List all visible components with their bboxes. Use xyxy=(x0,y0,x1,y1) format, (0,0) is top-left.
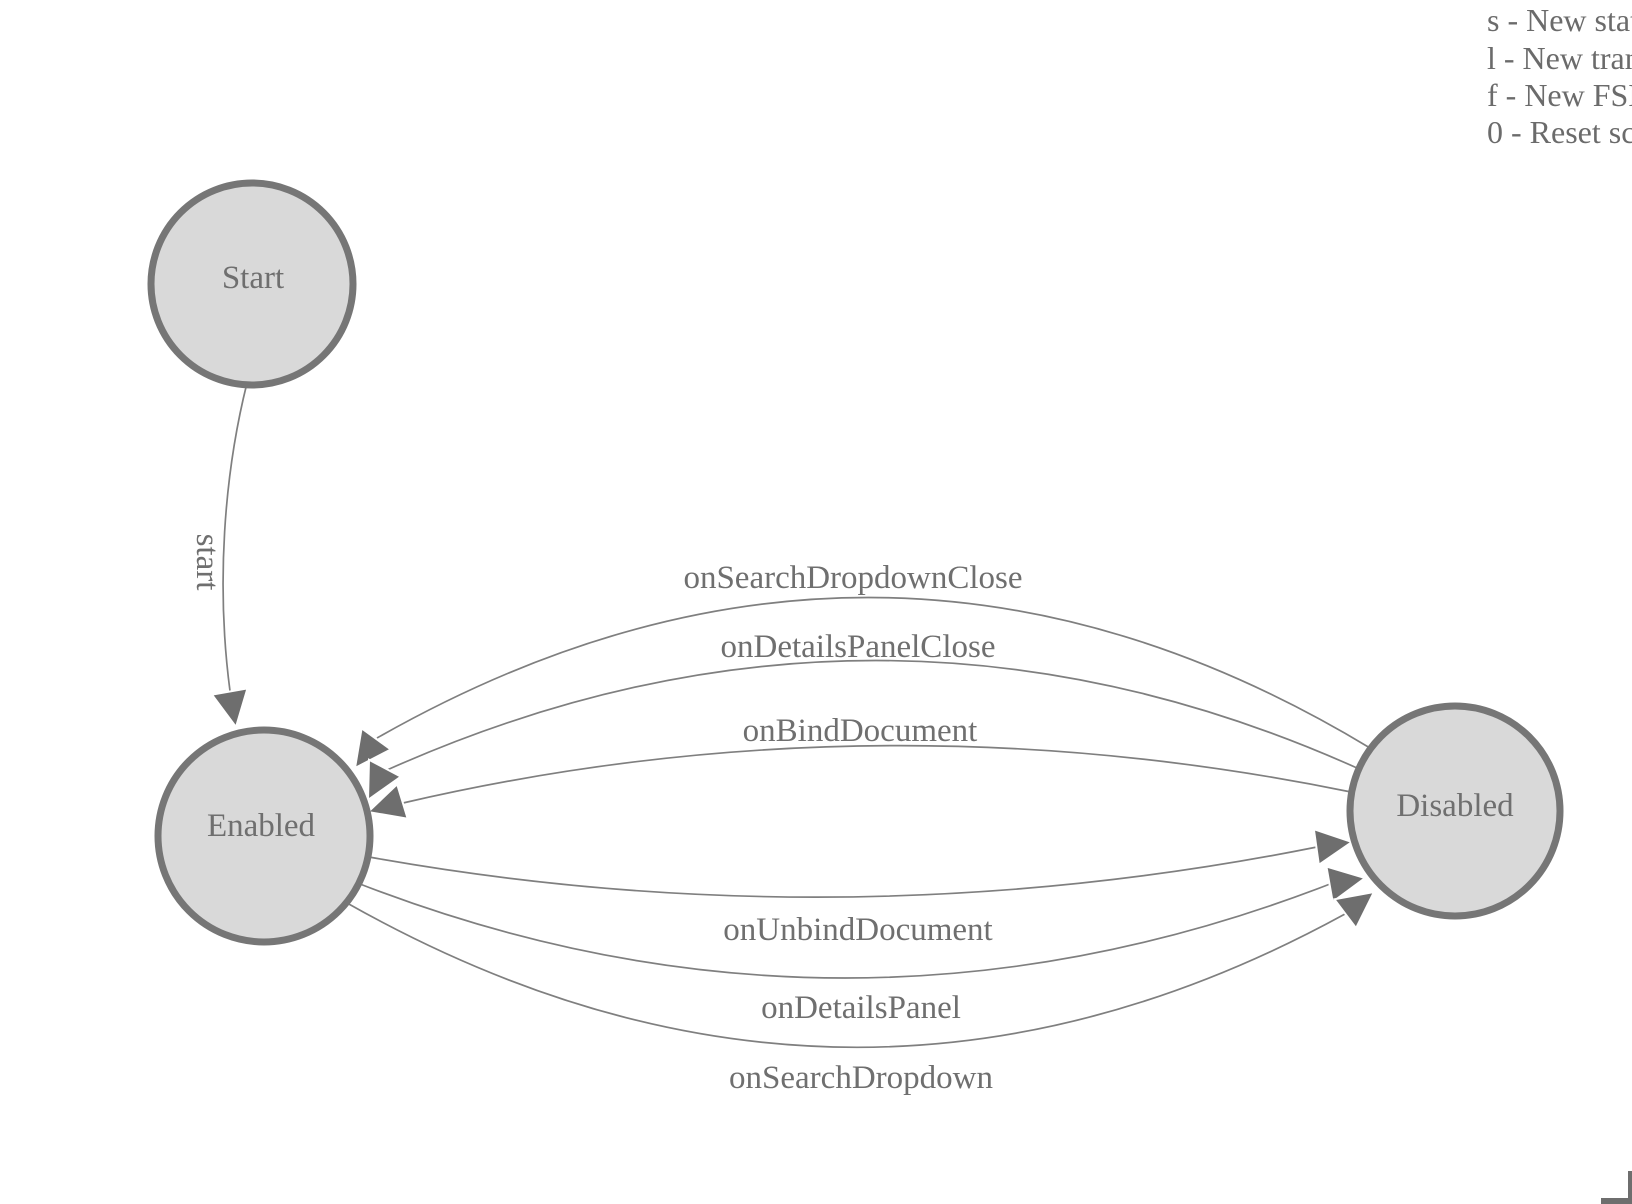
corner-artifact-vertical xyxy=(1628,1171,1632,1204)
transition-onUnbindDocument[interactable]: onUnbindDocument xyxy=(368,824,1355,948)
transition-onBindDocument[interactable]: onBindDocument xyxy=(363,713,1352,829)
transition-label-start[interactable]: start xyxy=(189,534,225,591)
legend-line-new-transition: l - New tran xyxy=(1487,40,1632,76)
state-start[interactable]: Start xyxy=(147,179,357,389)
state-circle[interactable] xyxy=(1346,702,1564,920)
transition-label[interactable]: onSearchDropdown xyxy=(729,1060,993,1096)
transition-label[interactable]: onBindDocument xyxy=(743,713,978,749)
state-label[interactable]: Disabled xyxy=(1396,788,1514,824)
arrowhead-icon xyxy=(1325,865,1368,904)
transition-onSearchDropdown[interactable]: onSearchDropdown xyxy=(346,878,1385,1096)
transition-edge[interactable] xyxy=(402,744,1352,804)
state-circle[interactable] xyxy=(147,179,357,389)
offscreen-element-corner xyxy=(1601,1171,1632,1204)
state-label[interactable]: Start xyxy=(222,260,284,296)
transition-edge[interactable] xyxy=(359,883,1331,979)
arrowhead-icon xyxy=(353,726,393,770)
arrowhead-icon xyxy=(365,782,410,820)
transition-edge[interactable] xyxy=(222,382,248,692)
transition-label[interactable]: onDetailsPanel xyxy=(761,990,961,1026)
transition-label[interactable]: onUnbindDocument xyxy=(723,912,992,948)
arrowhead-icon xyxy=(1332,890,1376,930)
transition-edge[interactable] xyxy=(376,596,1371,749)
legend-line-new-fsm: f - New FSM xyxy=(1487,77,1632,113)
transition-label[interactable]: onSearchDropdownClose xyxy=(683,560,1022,596)
state-disabled[interactable]: Disabled xyxy=(1346,702,1564,920)
arrowhead-icon xyxy=(366,758,403,802)
shortcut-legend: s - New stat l - New tran f - New FSM 0 … xyxy=(1487,2,1632,150)
transition-label[interactable]: onDetailsPanelClose xyxy=(721,629,996,665)
legend-line-new-state: s - New stat xyxy=(1487,2,1632,38)
state-circle[interactable] xyxy=(154,726,374,946)
transition-onDetailsPanelClose[interactable]: onDetailsPanelClose xyxy=(352,629,1358,808)
transition-onSearchDropdownClose[interactable]: onSearchDropdownClose xyxy=(340,560,1371,779)
transition-onDetailsPanel[interactable]: onDetailsPanel xyxy=(359,860,1368,1026)
legend-line-reset: 0 - Reset sca xyxy=(1487,114,1632,150)
transition-edge[interactable] xyxy=(368,846,1318,898)
corner-artifact-horizontal xyxy=(1601,1198,1632,1204)
transition-edge[interactable] xyxy=(346,902,1346,1049)
state-enabled[interactable]: Enabled xyxy=(154,726,374,946)
arrowhead-icon xyxy=(210,687,249,730)
arrowhead-icon xyxy=(1312,827,1355,867)
transition-edge[interactable] xyxy=(386,659,1358,771)
transition-start[interactable]: start xyxy=(189,382,254,730)
state-label[interactable]: Enabled xyxy=(207,808,316,844)
